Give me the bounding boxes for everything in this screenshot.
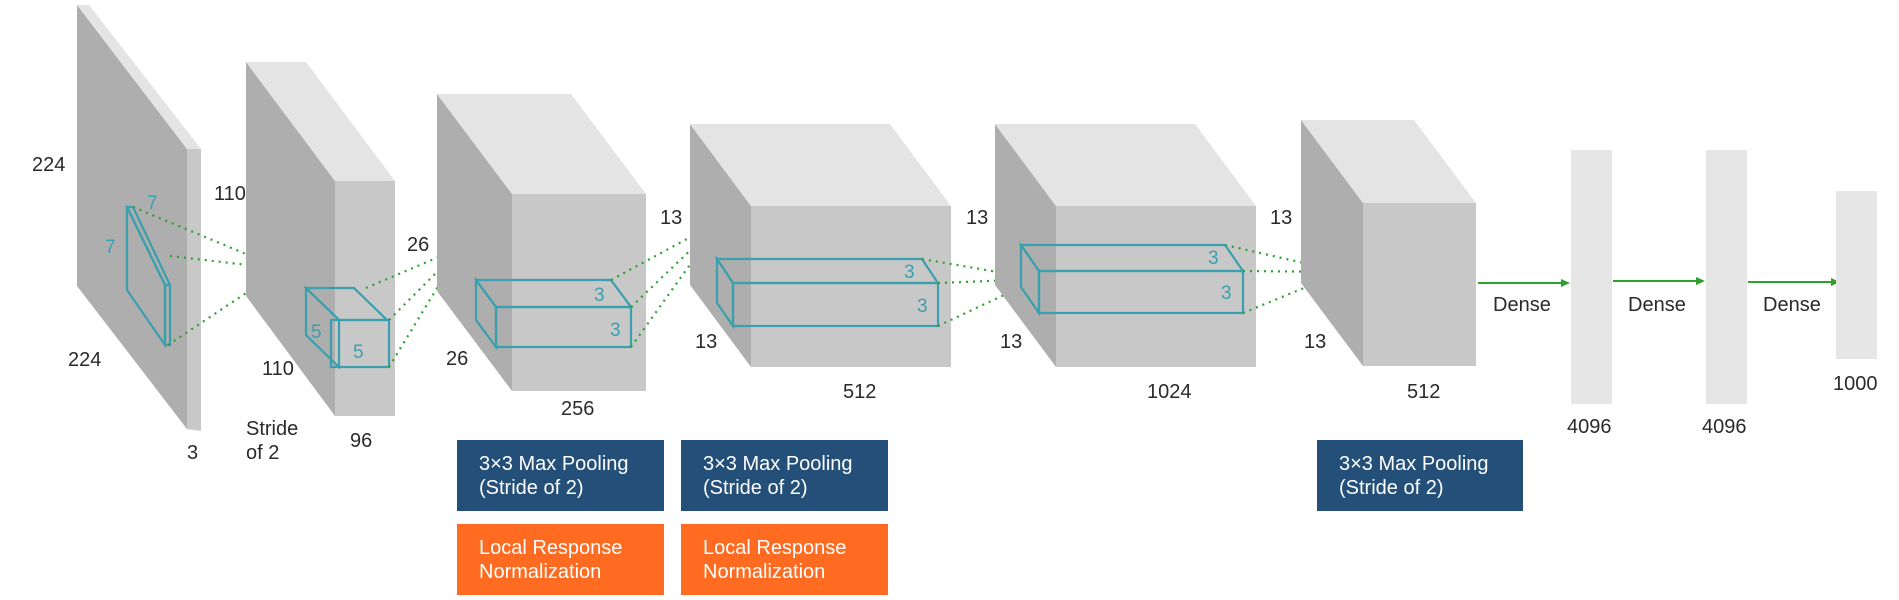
dense-label-3: Dense	[1763, 294, 1821, 316]
connection-line	[1242, 269, 1344, 274]
conv1-kernel-h-label: 5	[311, 322, 322, 343]
conv1-stride-label-2: of 2	[246, 442, 279, 464]
fc2-size-label: 4096	[1702, 416, 1747, 438]
conv4-layer	[995, 124, 1256, 367]
conv1-kernel-w-label: 5	[353, 342, 364, 363]
input-kernel-w-label: 7	[147, 193, 158, 214]
connection-line	[167, 268, 283, 346]
conv1-width-label: 110	[262, 358, 294, 380]
conv4-depth-label: 1024	[1147, 381, 1192, 403]
conv3-height-label: 13	[660, 207, 682, 229]
fc1-layer	[1571, 150, 1612, 404]
conv2-layer	[437, 94, 646, 391]
input-width-label: 224	[68, 349, 101, 371]
pool-box-3-line1: 3×3 Max Pooling	[1339, 453, 1489, 475]
pool-box-2: 3×3 Max Pooling (Stride of 2)	[681, 440, 888, 511]
connection-line	[937, 277, 1039, 285]
lrn-box-2-line1: Local Response	[703, 537, 846, 559]
arrowhead	[1696, 277, 1705, 285]
lrn-box-2: Local Response Normalization	[681, 524, 888, 595]
lrn-box-1: Local Response Normalization	[457, 524, 664, 595]
lrn-box-2-line2: Normalization	[703, 561, 825, 583]
connection-line	[169, 254, 283, 271]
conv3-width-label: 13	[695, 331, 717, 353]
lrn-box-1-line2: Normalization	[479, 561, 601, 583]
dense-label-1: Dense	[1493, 294, 1551, 316]
input-depth-label: 3	[187, 442, 198, 464]
conv5-width-label: 13	[1304, 331, 1326, 353]
fc2-layer	[1706, 150, 1747, 404]
conv2-height-label: 26	[407, 234, 429, 256]
conv2-kernel-h-label: 3	[594, 285, 605, 306]
conv5-height-label: 13	[1270, 207, 1292, 229]
arrowhead	[1561, 279, 1570, 287]
conv1-height-label: 110	[214, 183, 246, 205]
lrn-box-1-line1: Local Response	[479, 537, 622, 559]
input-height-label: 224	[32, 154, 65, 176]
conv4-height-label: 13	[966, 207, 988, 229]
pool-box-1: 3×3 Max Pooling (Stride of 2)	[457, 440, 664, 511]
conv3-kernel-h-label: 3	[904, 262, 915, 283]
conv1-stride-label: Stride	[246, 418, 298, 440]
conv4-kernel-w-label: 3	[1221, 283, 1232, 304]
dense-label-2: Dense	[1628, 294, 1686, 316]
conv1-depth-label: 96	[350, 430, 372, 452]
conv4-kernel-h-label: 3	[1208, 248, 1219, 269]
arrowhead	[1831, 278, 1840, 286]
conv2-depth-label: 256	[561, 398, 594, 420]
pool-box-1-line1: 3×3 Max Pooling	[479, 453, 629, 475]
input-kernel-h-label: 7	[105, 237, 116, 258]
pool-box-2-line1: 3×3 Max Pooling	[703, 453, 853, 475]
pool-box-3: 3×3 Max Pooling (Stride of 2)	[1317, 440, 1523, 511]
conv5-layer	[1301, 120, 1476, 366]
conv3-kernel-w-label: 3	[917, 296, 928, 317]
pool-box-2-line2: (Stride of 2)	[703, 477, 807, 499]
output-size-label: 1000	[1833, 373, 1878, 395]
conv5-depth-label: 512	[1407, 381, 1440, 403]
conv4-width-label: 13	[1000, 331, 1022, 353]
connection-line	[630, 219, 723, 348]
pool-box-3-line2: (Stride of 2)	[1339, 477, 1443, 499]
pool-box-1-line2: (Stride of 2)	[479, 477, 583, 499]
conv1-kernel	[303, 285, 391, 370]
conv2-kernel-w-label: 3	[610, 320, 621, 341]
conv2-width-label: 26	[446, 348, 468, 370]
input-layer	[77, 5, 201, 431]
output-layer	[1836, 191, 1877, 359]
conv1-layer	[246, 62, 395, 416]
conv3-layer	[690, 124, 951, 367]
connection-line	[388, 246, 463, 368]
fc1-size-label: 4096	[1567, 416, 1612, 438]
conv3-depth-label: 512	[843, 381, 876, 403]
